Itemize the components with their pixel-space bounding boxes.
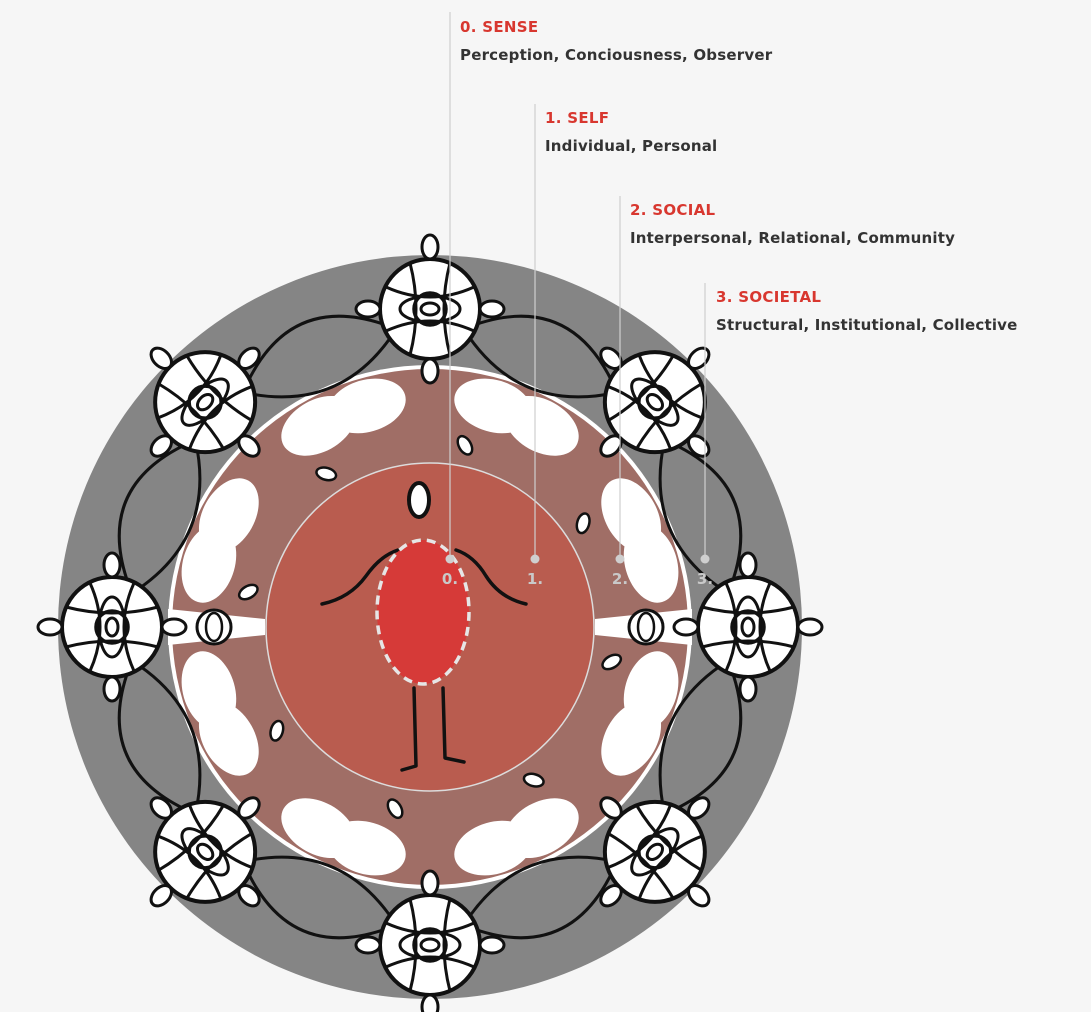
level-2-marker-dot — [616, 555, 625, 564]
level-0-description: Perception, Conciousness, Observer — [460, 46, 772, 64]
level-0-title: 0. SENSE — [460, 18, 538, 36]
core-body — [377, 540, 469, 684]
level-3-description: Structural, Institutional, Collective — [716, 316, 1018, 334]
level-2-description: Interpersonal, Relational, Community — [630, 229, 955, 247]
level-2-marker-label: 2. — [612, 570, 628, 588]
level-1-marker-dot — [531, 555, 540, 564]
level-1-description: Individual, Personal — [545, 137, 717, 155]
level-0-marker-label: 0. — [442, 570, 458, 588]
link-circle — [629, 610, 663, 644]
link-circle — [197, 610, 231, 644]
level-3-marker-dot — [701, 555, 710, 564]
figure-head — [409, 483, 429, 517]
level-0-marker-dot — [446, 555, 455, 564]
level-2-title: 2. SOCIAL — [630, 201, 715, 219]
level-3-title: 3. SOCIETAL — [716, 288, 821, 306]
level-1-marker-label: 1. — [527, 570, 543, 588]
level-3-marker-label: 3. — [697, 570, 713, 588]
level-1-title: 1. SELF — [545, 109, 609, 127]
